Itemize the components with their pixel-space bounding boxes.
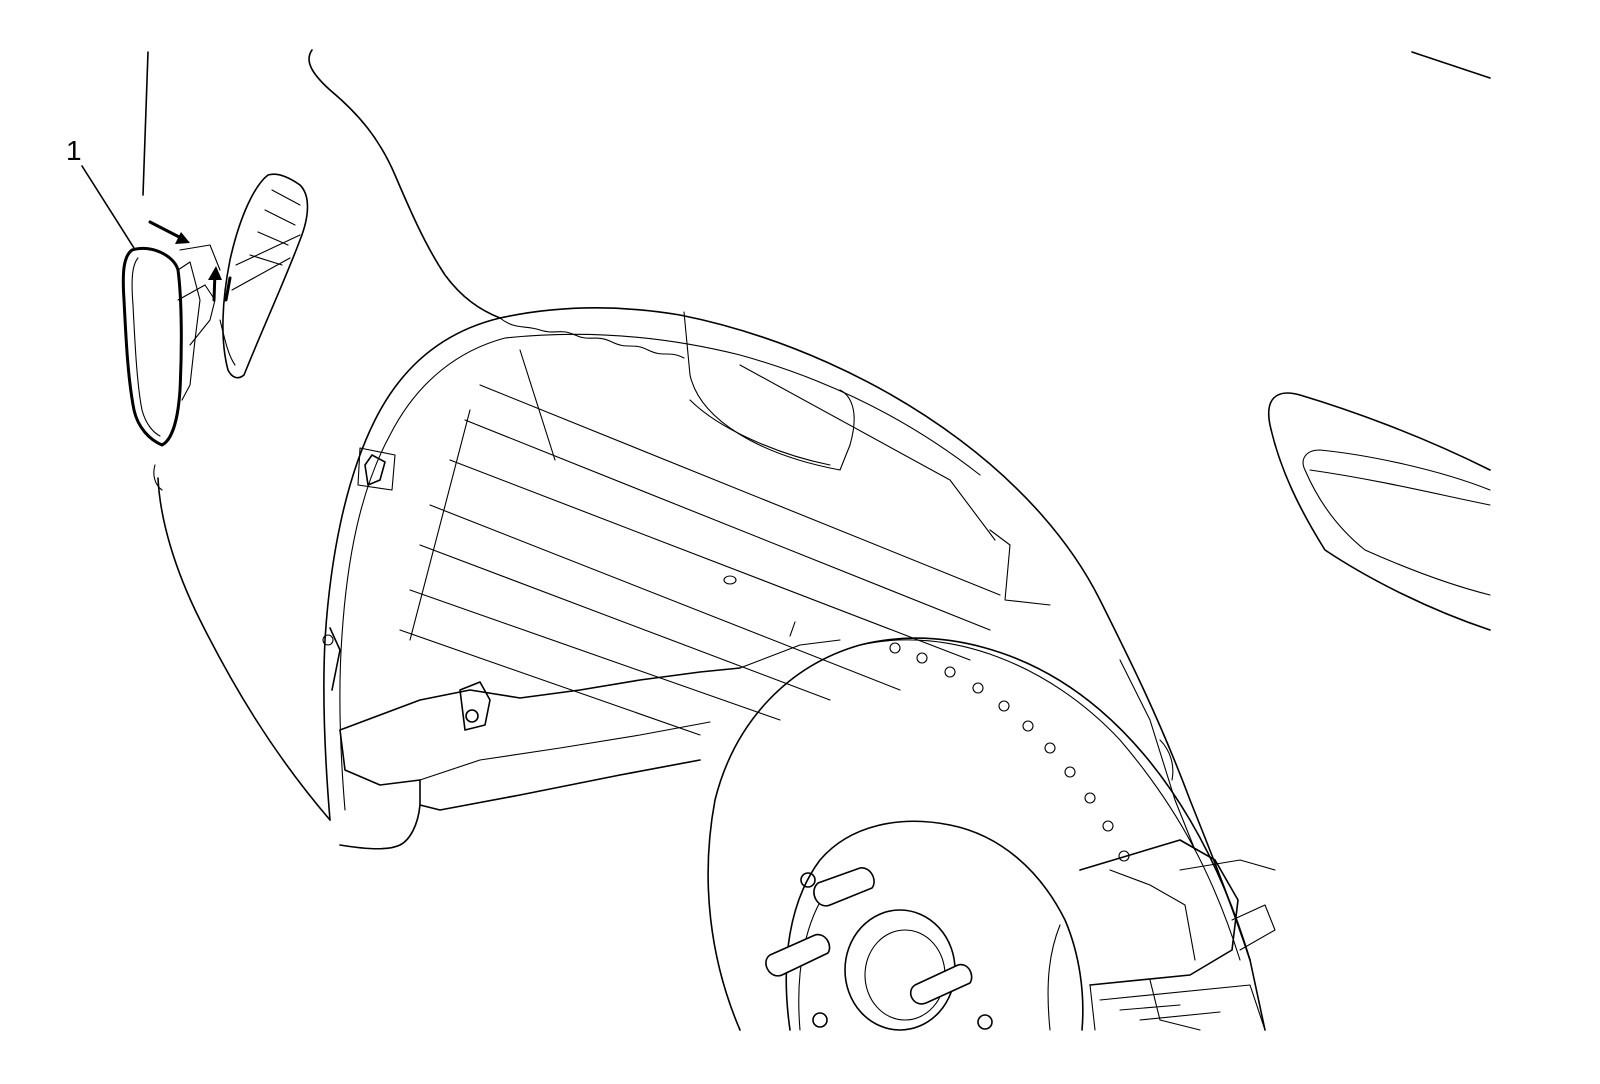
- wheel-liner: [323, 307, 1251, 961]
- arrow-head-lower: [208, 266, 222, 280]
- brake-caliper: [1047, 839, 1276, 1031]
- install-arrows: [148, 220, 232, 302]
- lamp-mounting-opening: [219, 173, 309, 379]
- rotor-vent-holes: [889, 642, 1130, 862]
- door-handle: [1268, 392, 1491, 631]
- fender-outline: [142, 49, 1491, 821]
- callout-1: 1: [66, 135, 135, 249]
- wheel-studs: [765, 867, 993, 1030]
- brake-rotor: [707, 637, 1266, 1031]
- arrow-head-upper: [175, 232, 190, 244]
- suspension-knuckle: [989, 529, 1276, 871]
- side-marker-lamp: [121, 244, 221, 447]
- callout-leader-line: [81, 165, 135, 249]
- callout-label-1: 1: [66, 135, 82, 166]
- lower-splash-strip: [322, 621, 841, 850]
